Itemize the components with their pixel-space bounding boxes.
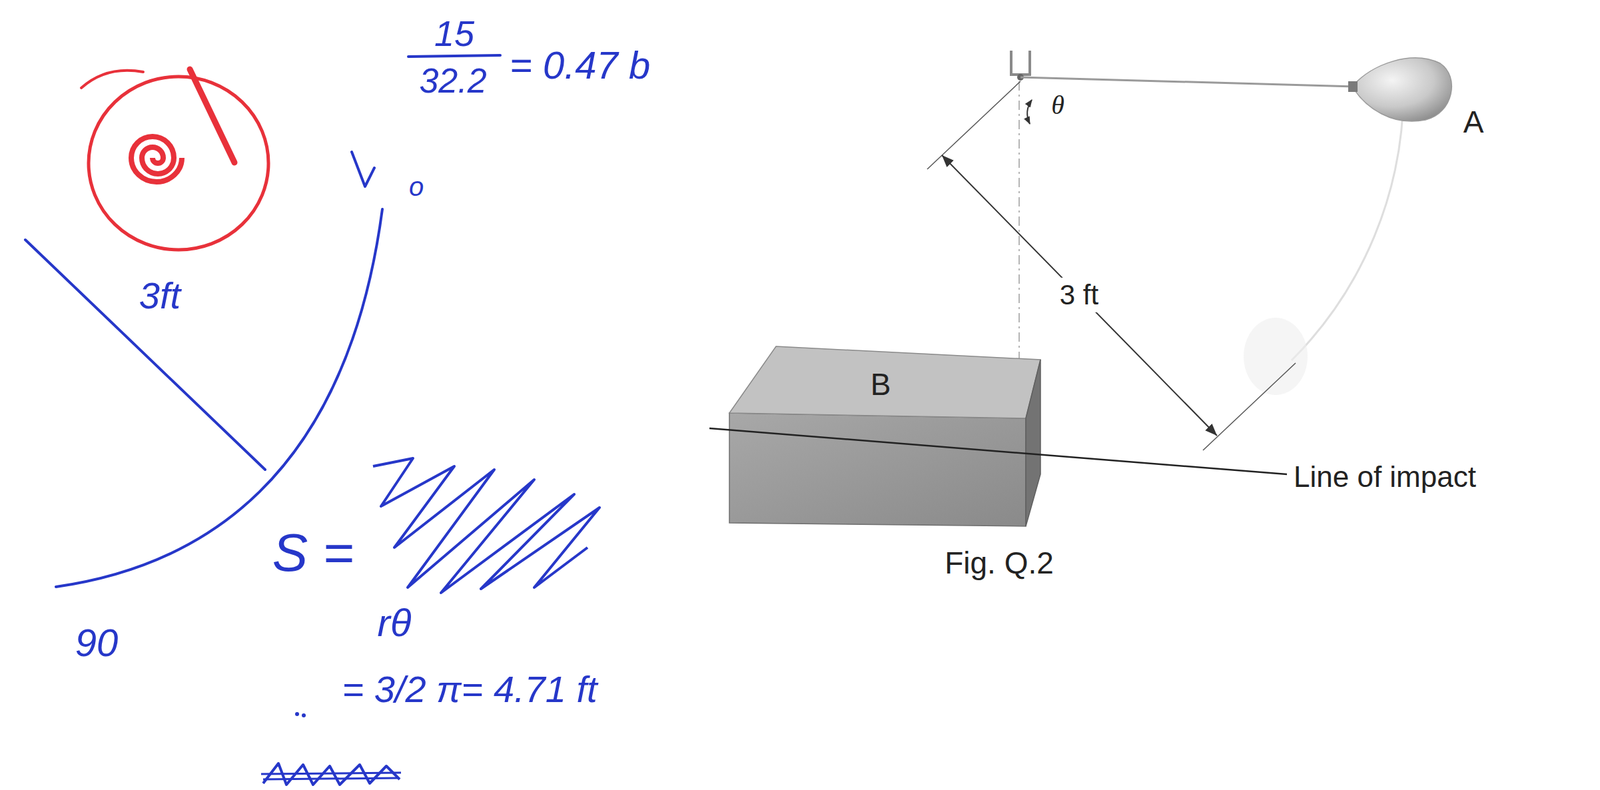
line-label: Line of impact [1293, 460, 1477, 495]
fraction-bar [408, 55, 501, 57]
handwritten-formula: rθ [377, 600, 412, 646]
vertical-centerline [1018, 81, 1020, 364]
pen-dot [301, 713, 306, 718]
pen-dot [295, 712, 300, 717]
red-scribble [131, 136, 182, 182]
ball-a [1352, 57, 1452, 122]
crossed-out-integral [373, 458, 600, 593]
ghost-ball [1243, 317, 1308, 396]
check-arrow [351, 151, 375, 187]
handwritten-result: = 3/2 π= 4.71 ft [341, 668, 597, 711]
handwritten-mark: o [408, 171, 424, 202]
handwritten-number: 32.2 [418, 61, 487, 102]
radius-line [25, 239, 266, 470]
angle-symbol: θ [1051, 89, 1065, 121]
angle-arrow [1027, 99, 1032, 124]
block-side [1025, 359, 1041, 527]
red-circle [88, 76, 269, 250]
handwritten-angle: 90 [75, 620, 119, 666]
ball-clamp [1348, 81, 1358, 92]
block-front [729, 412, 1026, 527]
handwritten-result: = 0.47 b [509, 43, 651, 88]
node-label: A [1463, 104, 1485, 140]
line-of-impact [709, 428, 1287, 475]
red-slash [189, 69, 235, 163]
extension-line [1202, 363, 1296, 451]
figure-caption: Fig. Q.2 [944, 545, 1054, 581]
handwritten-dimension: 3ft [139, 274, 181, 318]
pendulum-cord [1020, 77, 1357, 87]
handwritten-equation: S = [272, 522, 354, 584]
red-hook [81, 70, 144, 88]
crossed-out-lines [261, 772, 401, 780]
quarter-arc [55, 209, 383, 587]
handwritten-number: 15 [434, 12, 475, 54]
pivot-support [1011, 50, 1030, 75]
block-top [729, 346, 1041, 419]
dimension-label: 3 ft [1054, 277, 1104, 313]
swing-path [1291, 89, 1404, 361]
extension-line [927, 81, 1021, 170]
node-label: B [870, 367, 892, 403]
ball-label: A [1458, 99, 1490, 146]
block-label: B [865, 361, 897, 408]
